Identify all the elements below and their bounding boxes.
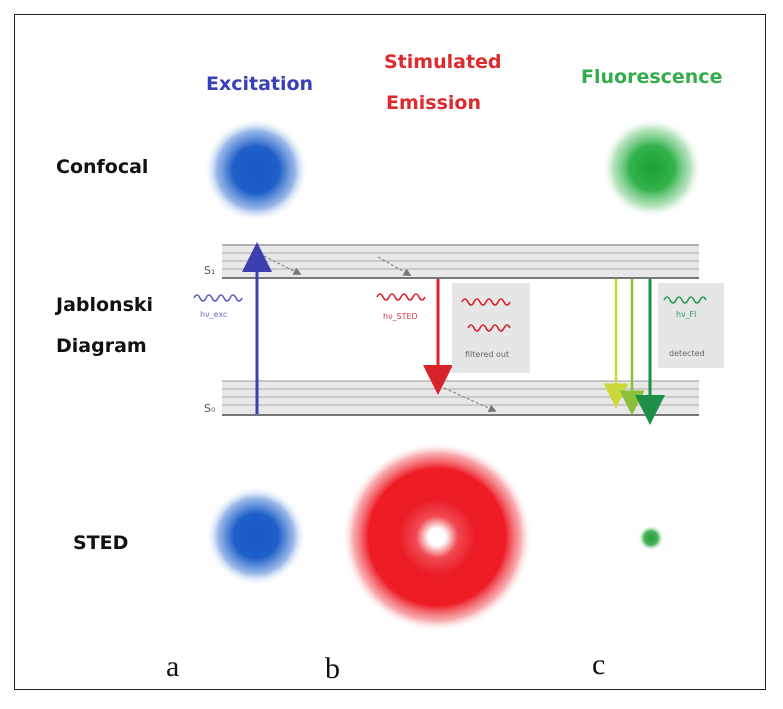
excitation-header: Excitation — [206, 73, 314, 95]
fluorescence-photon-label: hν_Fl — [676, 310, 696, 319]
panel-letter-c: c — [592, 648, 606, 681]
panel-letter-a: a — [166, 650, 180, 683]
confocal-excitation-spot — [204, 118, 308, 222]
sted-row-label: STED — [73, 532, 129, 554]
s1-level-label: S₁ — [204, 264, 215, 277]
stimulated-header-line2: Emission — [386, 92, 481, 114]
stimulated-photon-wave-2 — [467, 324, 511, 332]
excitation-photon-wave — [193, 294, 243, 302]
confocal-row-label: Confocal — [56, 156, 149, 178]
s1-level-band — [222, 244, 699, 279]
ground-relaxation-arrow — [443, 387, 497, 413]
sted-depletion-ring — [342, 442, 532, 632]
fluorescence-header: Fluorescence — [581, 66, 723, 88]
fluorescence-photon-wave — [663, 296, 707, 304]
figure-frame — [14, 14, 766, 690]
jablonski-row-label-line1: Jablonski — [56, 294, 154, 316]
stimulated-header-line1: Stimulated — [384, 51, 502, 73]
sted-photon-wave — [376, 293, 426, 301]
stimulated-photon-wave-1 — [461, 298, 511, 306]
sted-photon-label: hν_STED — [383, 312, 418, 321]
s0-level-label: S₀ — [204, 402, 216, 415]
filtered-out-box — [452, 283, 530, 373]
excitation-relaxation-arrow — [263, 255, 302, 275]
excitation-photon-label: hν_exc — [200, 310, 227, 319]
jablonski-row-label-line2: Diagram — [56, 335, 147, 357]
stimulated-relaxation-arrow — [377, 256, 412, 276]
s0-level-band — [222, 380, 699, 416]
confocal-fluorescence-spot — [602, 118, 702, 218]
sted-excitation-spot — [206, 486, 306, 586]
detected-label: detected — [669, 349, 705, 358]
filtered-out-label: filtered out — [465, 350, 509, 359]
panel-letter-b: b — [325, 652, 340, 685]
sted-fluorescence-spot — [638, 525, 664, 551]
